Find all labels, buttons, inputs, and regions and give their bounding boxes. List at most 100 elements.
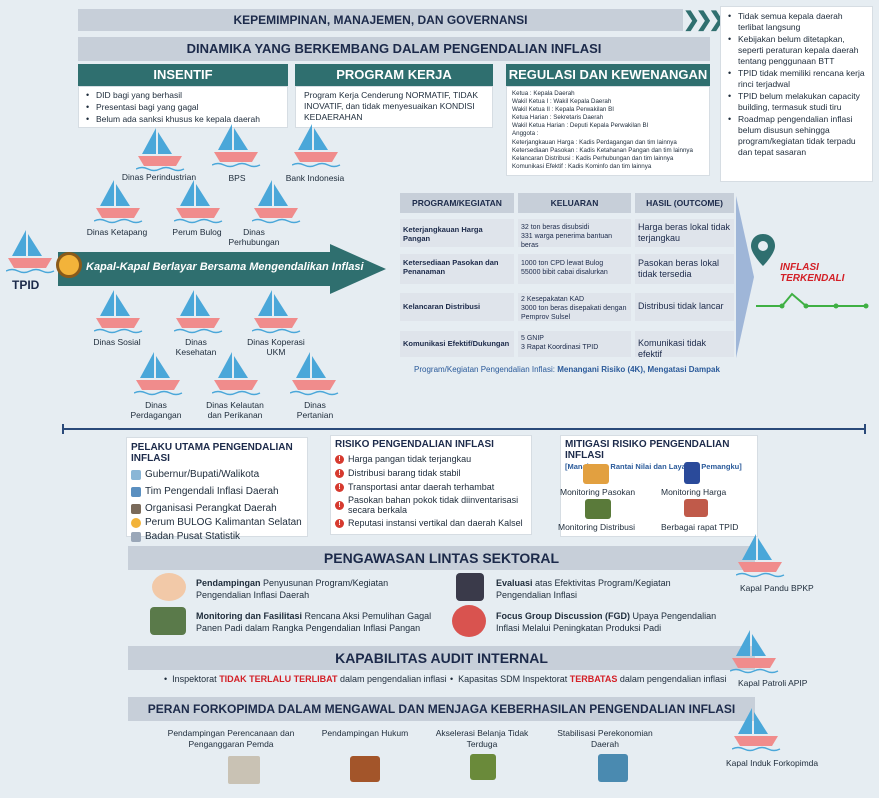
boat-icon — [6, 230, 55, 274]
table-cell-hasil: Distribusi tidak lancar — [635, 293, 734, 321]
boat-label: Dinas Pertanian — [296, 400, 334, 420]
regulasi-line: Keterjangkauan Harga : Kadis Perdagangan… — [512, 138, 677, 146]
boat-icon — [94, 290, 143, 334]
section-divider — [62, 428, 866, 430]
ship-label: Kapal Pandu BPKP — [740, 583, 814, 593]
regulasi-line: Komunikasi Efektif : Kadis Kominfo dan t… — [512, 162, 652, 170]
boat-label: Bank Indonesia — [285, 173, 345, 183]
side-note: TPID tidak memiliki rencana kerja rinci … — [727, 68, 868, 90]
pengawasan-item: Monitoring dan Fasilitasi Rencana Aksi P… — [196, 611, 432, 633]
pengawasan-item: Pendampingan Penyusunan Program/Kegiatan… — [196, 578, 389, 600]
ship-label: Kapal Patroli APIP — [738, 678, 808, 688]
boat-icon — [94, 180, 143, 224]
keluaran-line: 2 Kesepakatan KAD — [521, 296, 585, 303]
side-note: Roadmap pengendalian inflasi belum disus… — [727, 114, 868, 158]
arrow-text: Kapal-Kapal Berlayar Bersama Mengendalik… — [86, 261, 364, 273]
pengawasan-band: PENGAWASAN LINTAS SEKTORAL — [128, 546, 755, 570]
audit-item: • Inspektorat TIDAK TERLALU TERLIBAT dal… — [164, 674, 447, 684]
wallet-icon — [470, 754, 496, 780]
regulasi-line: Ketua Harian : Sekretaris Daerah — [512, 114, 604, 122]
risiko-title: RISIKO PENGENDALIAN INFLASI — [335, 439, 494, 450]
regulasi-panel: Ketua : Kepala Daerah Wakil Ketua I : Wa… — [506, 86, 710, 176]
team-icon — [131, 487, 141, 497]
pengawasan-item: Evaluasi atas Efektivitas Program/Kegiat… — [496, 578, 671, 600]
location-pin-icon — [751, 234, 775, 266]
risiko-item: !Distribusi barang tidak stabil — [335, 467, 527, 479]
fgd-icon — [452, 605, 486, 637]
warning-icon: ! — [335, 518, 344, 528]
regulasi-line: Anggota : — [512, 130, 539, 138]
keluaran-line: 331 warga penerima bantuan beras — [521, 233, 613, 249]
keluaran-line: 1000 ton CPD lewat Bulog — [521, 260, 604, 267]
boat-label: Dinas Ketapang — [86, 227, 148, 237]
boat-icon — [212, 352, 261, 396]
table-cell-keluaran: 1000 ton CPD lewat Bulog 55000 bibit cab… — [518, 254, 631, 284]
boat-icon — [212, 124, 261, 168]
program-kerja-panel: Program Kerja Cenderung NORMATIF, TIDAK … — [295, 86, 493, 128]
side-note: TPID belum melakukan capacity building, … — [727, 91, 868, 113]
divider-cap — [864, 424, 866, 434]
boat-label: BPS — [228, 173, 246, 183]
risiko-item: !Pasokan bahan pokok tidak diinventarisa… — [335, 495, 527, 515]
table-cell-hasil: Komunikasi tidak efektif — [635, 331, 734, 359]
boat-label: Dinas Perhubungan — [228, 227, 280, 247]
side-notes-panel: Tidak semua kepala daerah terlibat langs… — [720, 6, 873, 182]
keluaran-line: 5 GNIP — [521, 335, 544, 342]
table-cell-keluaran: 32 ton beras disubsidi 331 warga penerim… — [518, 219, 631, 249]
sun-icon — [131, 518, 141, 528]
outcome-arrow — [736, 196, 754, 358]
table-cell-program: Ketersediaan Pasokan dan Penanaman — [400, 254, 514, 284]
boat-label-tpid: TPID — [12, 278, 40, 292]
risiko-item: !Transportasi antar daerah terhambat — [335, 481, 527, 493]
evaluation-icon — [456, 573, 484, 601]
regulasi-line: Ketua : Kepala Daerah — [512, 90, 575, 97]
warning-icon: ! — [335, 482, 344, 492]
table-header: HASIL (OUTCOME) — [635, 193, 734, 213]
truck-icon — [585, 499, 611, 519]
economy-icon — [598, 754, 628, 782]
insentif-header: INSENTIF — [78, 64, 288, 86]
pelaku-item: Organisasi Perangkat Daerah — [131, 502, 303, 516]
boat-label: Perum Bulog — [172, 227, 222, 237]
monitoring-team-icon — [150, 607, 186, 635]
boat-icon — [174, 180, 223, 224]
boat-icon — [292, 124, 341, 168]
person-icon — [131, 470, 141, 480]
boat-icon — [134, 352, 183, 396]
insentif-item: Presentasi bagi yang gagal — [85, 102, 281, 113]
regulasi-line: Ketersediaan Pasokan : Kadis Ketahanan P… — [512, 146, 693, 154]
insentif-item: DID bagi yang berhasil — [85, 90, 281, 101]
main-arrow — [58, 244, 386, 294]
insentif-item: Belum ada sanksi khusus ke kepala daerah — [85, 114, 281, 125]
keluaran-line: 3 Rapat Koordinasi TPID — [521, 344, 599, 351]
handshake-icon — [152, 573, 186, 601]
forkopimda-item: Stabilisasi Perekonomian Daerah — [557, 728, 653, 749]
mitigasi-item: Monitoring Pasokan — [560, 487, 636, 497]
pelaku-item: Perum BULOG Kalimantan Selatan — [131, 516, 303, 530]
risiko-item: !Harga pangan tidak terjangkau — [335, 453, 527, 465]
gavel-icon — [350, 756, 380, 782]
forkopimda-band: PERAN FORKOPIMDA DALAM MENGAWAL DAN MENJ… — [128, 697, 755, 721]
table-caption: Program/Kegiatan Pengendalian Inflasi: M… — [414, 365, 720, 374]
boat-icon — [252, 180, 301, 224]
forkopimda-item: Akselerasi Belanja Tidak Terduga — [435, 728, 529, 749]
boat-icon — [252, 290, 301, 334]
keluaran-line: 32 ton beras disubsidi — [521, 224, 590, 231]
warning-icon: ! — [335, 468, 344, 478]
table-cell-program: Kelancaran Distribusi — [400, 293, 514, 321]
chevrons-icon: ❯❯❯ — [683, 9, 725, 31]
table-cell-keluaran: 5 GNIP 3 Rapat Koordinasi TPID — [518, 331, 631, 357]
header-second-band: DINAMIKA YANG BERKEMBANG DALAM PENGENDAL… — [78, 37, 710, 61]
price-tag-icon — [684, 462, 700, 484]
mitigasi-title: MITIGASI RISIKO PENGENDALIAN INFLASI — [565, 439, 730, 461]
table-cell-program: Komunikasi Efektif/Dukungan — [400, 331, 514, 357]
regulasi-line: Wakil Ketua Harian : Deputi Kepala Perwa… — [512, 122, 649, 130]
boat-icon — [136, 128, 185, 172]
side-notes-list: Tidak semua kepala daerah terlibat langs… — [727, 11, 868, 158]
boat-icon — [732, 708, 781, 752]
government-building-icon — [228, 756, 260, 784]
boat-label: Dinas Koperasi UKM — [247, 337, 305, 357]
stats-icon — [131, 532, 141, 542]
keluaran-line: 3000 ton beras disepakati dengan Pemprov… — [521, 305, 627, 321]
pelaku-item: Gubernur/Bupati/Walikota — [131, 468, 303, 482]
